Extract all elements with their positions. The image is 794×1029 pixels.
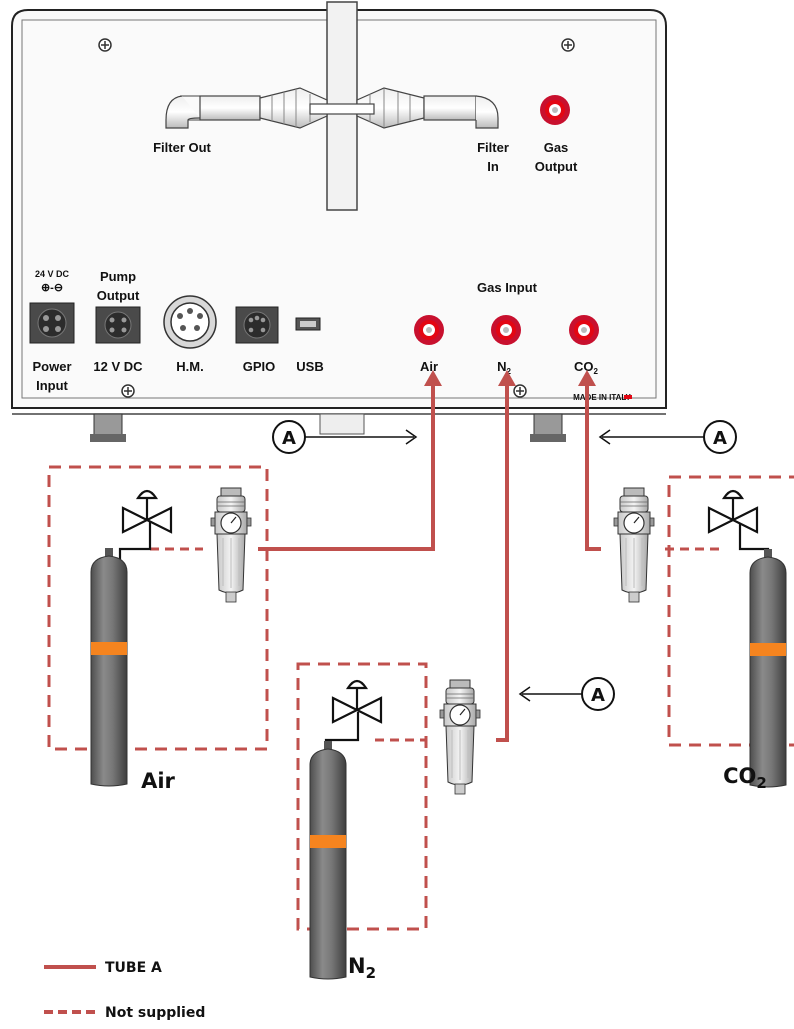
filter-in-label-2: In (487, 159, 499, 174)
gas-output-label-1: Gas (544, 140, 569, 155)
hm-connector[interactable] (163, 295, 217, 349)
usb-label: USB (296, 359, 323, 374)
valve-icon[interactable] (121, 489, 173, 534)
hm-label: H.M. (176, 359, 203, 374)
screw-icon (98, 38, 112, 52)
usb-port[interactable] (295, 317, 321, 331)
filter-in-label-1: Filter (477, 140, 509, 155)
co2-cylinder-label: CO2 (723, 764, 767, 792)
port-air-label: Air (420, 359, 438, 374)
gas-cylinder-co2 (749, 548, 787, 788)
co2-supply-box (667, 475, 794, 747)
gpio-label: GPIO (243, 359, 276, 374)
arrow-up-icon (424, 370, 442, 386)
filter-assembly (165, 1, 499, 211)
pressure-regulator-icon[interactable] (613, 487, 655, 603)
status-indicator (624, 395, 632, 399)
power-input-label-1: Power (32, 359, 71, 374)
tube-air (258, 378, 435, 551)
svg-text:A: A (713, 428, 727, 449)
power-voltage-label: 24 V DC (35, 269, 70, 279)
power-input-connector[interactable] (29, 302, 75, 344)
gas-input-port-n2[interactable] (491, 315, 521, 345)
valve-icon[interactable] (707, 489, 759, 534)
power-polarity-icon: ⊕-⊖ (41, 282, 63, 294)
made-in-italy-label: MADE IN ITALY (573, 393, 631, 402)
pump-output-label-2: Output (97, 288, 140, 303)
gpio-connector[interactable] (235, 306, 279, 344)
air-supply-box (47, 465, 269, 751)
pressure-regulator-icon[interactable] (439, 679, 481, 795)
gas-cylinder-air (90, 547, 128, 787)
air-cylinder-label: Air (141, 769, 175, 793)
pump-output-label-1: Pump (100, 269, 136, 284)
gas-cylinder-n2 (309, 740, 347, 980)
gas-input-title: Gas Input (477, 280, 538, 295)
arrow-up-icon (498, 370, 516, 386)
svg-text:A: A (591, 685, 605, 706)
pressure-regulator-icon[interactable] (210, 487, 252, 603)
legend-not-supplied-label: Not supplied (105, 1005, 205, 1021)
arrow-up-icon (578, 370, 596, 386)
port-n2-label: N2 (497, 359, 511, 376)
port-co2-label: CO2 (574, 359, 599, 376)
n2-cylinder-label: N2 (348, 954, 376, 982)
tube-co2 (585, 378, 601, 551)
legend-tube-a-label: TUBE A (105, 960, 162, 976)
n2-supply-box (296, 662, 428, 931)
screw-icon (513, 384, 527, 398)
screw-icon (561, 38, 575, 52)
screw-icon (121, 384, 135, 398)
callout-a-co2: A (598, 420, 737, 454)
gas-output-label-2: Output (535, 159, 578, 174)
svg-text:A: A (282, 428, 296, 449)
power-input-label-2: Input (36, 378, 68, 393)
tube-n2 (496, 378, 509, 742)
filter-out-label: Filter Out (153, 140, 211, 155)
gas-input-port-co2[interactable] (569, 315, 599, 345)
callout-a-air: A (272, 420, 418, 454)
callout-a-n2: A (518, 677, 615, 711)
gas-output-port[interactable] (540, 95, 570, 125)
gas-input-port-air[interactable] (414, 315, 444, 345)
tube-a-lines (258, 378, 601, 742)
pump-output-connector[interactable] (95, 306, 141, 344)
legend: TUBE A Not supplied (44, 960, 205, 1021)
pump-voltage-label: 12 V DC (93, 359, 143, 374)
